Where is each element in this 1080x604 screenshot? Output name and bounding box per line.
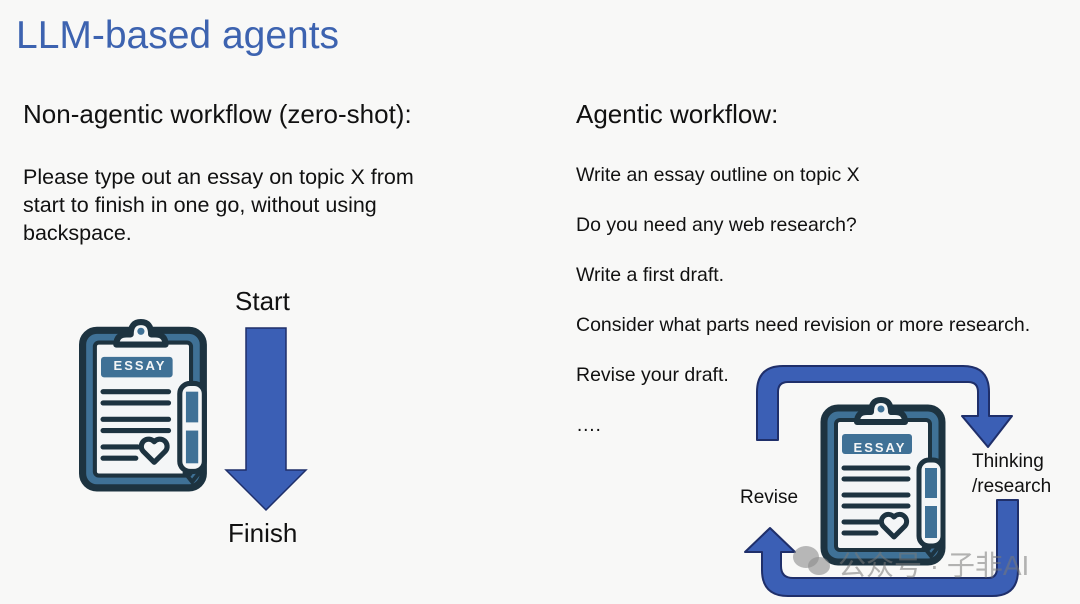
essay-icon-label: ESSAY: [114, 358, 167, 373]
watermark: 公众号 · 子非AI: [838, 550, 1030, 581]
step-5: Revise your draft.: [576, 364, 729, 386]
loop-arrow-bottom-icon: [744, 499, 1019, 597]
wechat-icon: [793, 546, 830, 575]
revise-label: Revise: [740, 487, 799, 508]
left-heading: Non-agentic workflow (zero-shot):: [23, 99, 412, 129]
loop-arrow-top-icon: [756, 365, 1013, 448]
essay-icon-label: ESSAY: [854, 440, 907, 455]
right-heading: Agentic workflow:: [576, 99, 779, 129]
step-2: Do you need any web research?: [576, 214, 857, 236]
prompt-line: backspace.: [23, 221, 132, 245]
thinking-research-label: Thinking /research: [972, 449, 1051, 499]
step-4: Consider what parts need revision or mor…: [576, 314, 1031, 336]
essay-clipboard-icon: [824, 400, 943, 562]
start-label: Start: [235, 286, 290, 316]
essay-clipboard-icon: [83, 322, 205, 488]
step-3: Write a first draft.: [576, 264, 725, 286]
step-1: Write an essay outline on topic X: [576, 164, 860, 186]
finish-label: Finish: [228, 518, 298, 548]
step-ellipsis: ….: [576, 414, 601, 436]
research-text: /research: [972, 476, 1052, 497]
down-arrow-icon: [224, 327, 308, 512]
prompt-line: start to finish in one go, without using: [23, 193, 377, 217]
zero-shot-prompt: Please type out an essay on topic X from…: [23, 163, 414, 247]
thinking-text: Thinking: [972, 451, 1044, 472]
prompt-line: Please type out an essay on topic X from: [23, 165, 414, 189]
slide-title: LLM-based agents: [16, 14, 340, 57]
